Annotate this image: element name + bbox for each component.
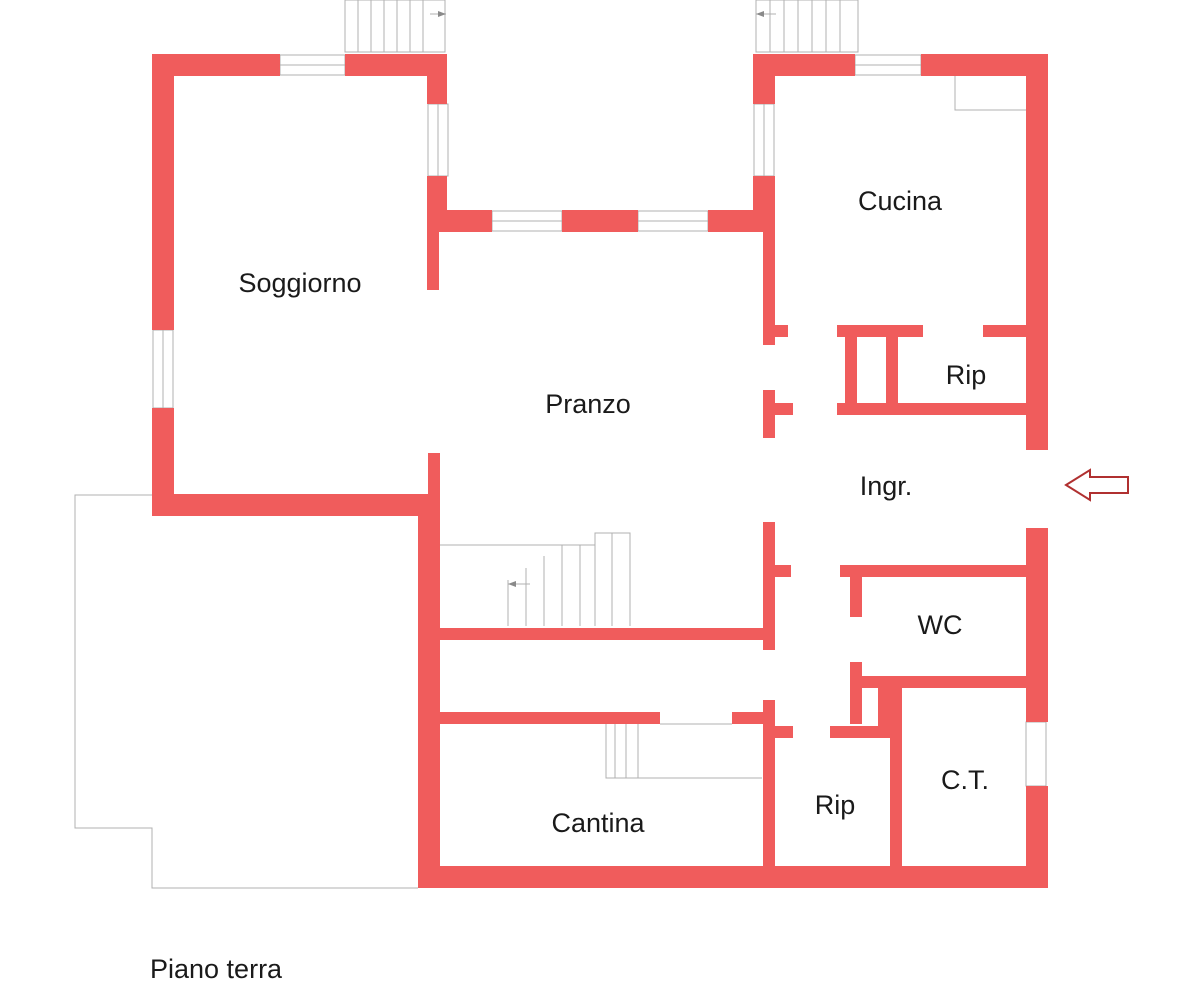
room-label-soggiorno: Soggiorno [238, 268, 361, 298]
room-label-cucina: Cucina [858, 186, 943, 216]
room-label-pranzo: Pranzo [545, 389, 631, 419]
walls [152, 54, 1048, 888]
room-label-ingresso: Ingr. [860, 471, 913, 501]
entrance-arrow-icon [1064, 468, 1129, 502]
room-label-wc: WC [918, 610, 963, 640]
terrace-outline [74, 494, 418, 889]
interior-stair [440, 532, 631, 626]
kitchen-counter [954, 76, 1026, 111]
top-left-stair [344, 0, 446, 53]
room-label-cantina: Cantina [551, 808, 645, 838]
room-label-rip-bottom: Rip [815, 790, 856, 820]
room-label-ct: C.T. [941, 765, 989, 795]
room-label-rip-top: Rip [946, 360, 987, 390]
cantina-stair [605, 723, 762, 779]
top-right-stair [755, 0, 859, 53]
floor-caption: Piano terra [150, 954, 283, 984]
